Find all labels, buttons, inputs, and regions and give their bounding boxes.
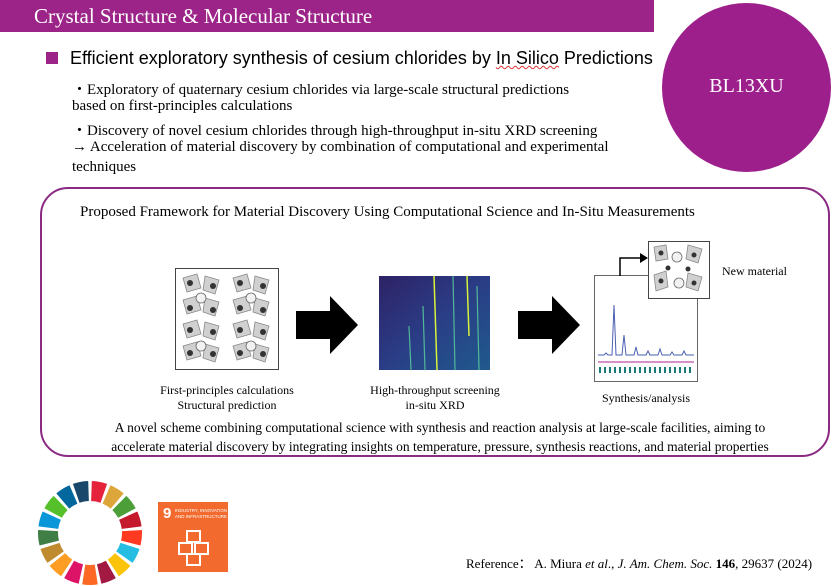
crystal-structure-image <box>175 268 279 370</box>
summary-line-1: A novel scheme combining computational s… <box>114 420 766 435</box>
sdg-wheel-segment <box>96 560 116 584</box>
bullet-line-2: based on first-principles calculations <box>72 98 293 114</box>
sdg9-title-line1: INDUSTRY, INNOVATION <box>175 508 228 513</box>
xrd-heatmap-image <box>379 276 490 370</box>
bullet-line-3: ・Discovery of novel cesium chlorides thr… <box>72 123 598 139</box>
beamline-badge: BL13XU <box>662 3 831 172</box>
sdg-wheel-segment <box>72 481 89 503</box>
reference-volume: 146 <box>715 556 736 571</box>
beamline-label: BL13XU <box>709 75 784 97</box>
new-material-label: New material <box>722 264 787 278</box>
sdg-wheel-segment <box>82 564 98 585</box>
sdg-wheel-logo <box>38 481 142 585</box>
framework-summary: A novel scheme combining computational s… <box>80 418 800 456</box>
section-heading: Efficient exploratory synthesis of cesiu… <box>70 48 653 69</box>
sdg-wheel-segment <box>56 485 78 509</box>
step1-line1: First-principles calculations <box>160 383 294 397</box>
step2-line1: High-throughput screening <box>370 383 500 397</box>
step2-caption: High-throughput screening in-situ XRD <box>360 383 510 413</box>
heading-prefix: Efficient exploratory synthesis of cesiu… <box>70 48 496 68</box>
sdg-wheel-segment <box>38 511 61 529</box>
sdg-wheel-segment <box>112 495 136 518</box>
sdg9-tile: 9 INDUSTRY, INNOVATION AND INFRASTRUCTUR… <box>158 502 228 572</box>
reference-rest: , 29637 (2024) <box>735 556 813 571</box>
cubes-icon <box>178 530 209 566</box>
right-arrow-icon <box>518 296 580 354</box>
right-arrow-icon <box>296 296 358 354</box>
sdg-wheel-segment <box>91 481 108 503</box>
new-material-image <box>648 241 710 299</box>
page-title: Crystal Structure & Molecular Structure <box>34 4 373 28</box>
sdg-wheel-segment <box>49 553 73 577</box>
step1-line2: Structural prediction <box>177 398 277 412</box>
sdg9-number: 9 <box>163 505 172 522</box>
sdg-wheel-segment <box>107 553 131 577</box>
framework-panel <box>40 187 830 457</box>
sdg-wheel-segment <box>64 560 84 584</box>
heading-bullet <box>46 52 58 64</box>
sdg-wheel-segment <box>38 530 59 546</box>
bent-arrow-icon <box>619 253 648 276</box>
framework-title: Proposed Framework for Material Discover… <box>80 204 695 220</box>
sdg-wheel-segment <box>102 485 124 509</box>
header-bar <box>0 0 654 32</box>
reference: Reference： A. Miura et al., J. Am. Chem.… <box>466 553 812 572</box>
sdg-wheel-segment <box>40 542 64 563</box>
sdg-wheel-segment <box>116 542 140 563</box>
step2-line2: in-situ XRD <box>405 398 465 412</box>
bullet-line-4: → Acceleration of material discovery by … <box>72 139 609 155</box>
sdg-wheel-segment <box>121 530 142 546</box>
reference-etal: et al <box>585 556 608 571</box>
bullet-line-1: ・Exploratory of quaternary cesium chlori… <box>72 82 570 98</box>
sdg-wheel-segment <box>119 511 142 529</box>
step1-caption: First-principles calculations Structural… <box>157 383 297 413</box>
reference-journal: J. Am. Chem. Soc. <box>617 556 713 571</box>
heading-suffix: Predictions <box>558 48 653 68</box>
reference-authors: A. Miura <box>534 556 586 571</box>
reference-sep: ., <box>607 556 618 571</box>
step3-caption: Synthesis/analysis <box>601 391 690 405</box>
bullet-line-5: techniques <box>72 159 137 175</box>
sdg9-title-line2: AND INFRASTRUCTURE <box>175 513 228 519</box>
sdg-wheel-segment <box>44 495 68 518</box>
sdg9-title: INDUSTRY, INNOVATION AND INFRASTRUCTURE <box>175 508 227 519</box>
summary-line-2: accelerate material discovery by integra… <box>111 439 769 454</box>
reference-label: Reference： <box>466 556 532 571</box>
heading-in-silico: In Silico <box>495 48 559 68</box>
